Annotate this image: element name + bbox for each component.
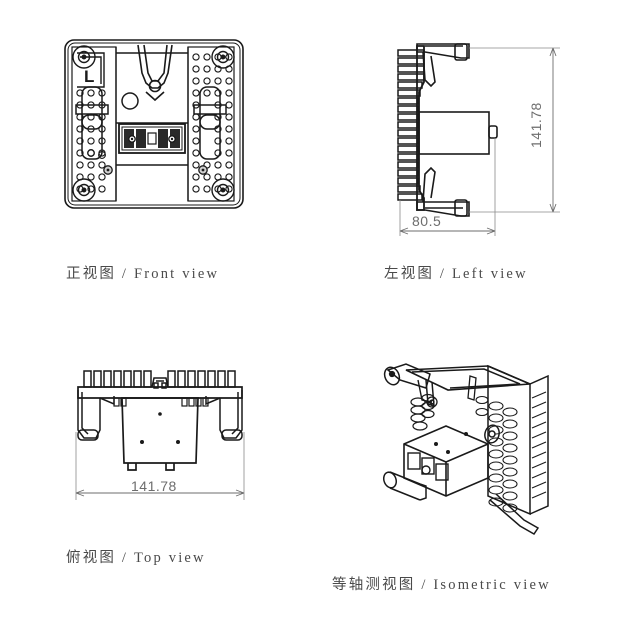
isometric-left-pin — [382, 471, 427, 501]
top-view-caption: 俯视图 / Top view — [66, 550, 206, 566]
top-view-holes — [140, 412, 180, 444]
isometric-top-arm — [383, 363, 435, 408]
left-view-top-arm — [416, 43, 470, 88]
left-view-caption: 左视图 / Left view — [384, 266, 528, 282]
left-view-depth-ext-lines — [399, 138, 496, 236]
top-view-drawing — [70, 368, 250, 503]
left-view-fins — [397, 49, 425, 201]
front-view-drawing: L — [60, 35, 250, 220]
front-view-l-marking: L — [84, 67, 95, 86]
top-view-width-dim-line — [75, 489, 245, 497]
front-view-caption: 正视图 / Front view — [66, 266, 220, 282]
left-view-depth-dim-line — [399, 227, 496, 235]
isometric-top-holes — [434, 432, 468, 454]
isometric-left-fins — [410, 393, 435, 431]
top-view-plate — [77, 386, 243, 399]
isometric-roller — [484, 424, 500, 444]
isometric-view-caption: 等轴测视图 / Isometric view — [332, 577, 551, 593]
front-screw-marks — [103, 165, 208, 175]
left-view-bottom-arm — [416, 166, 470, 217]
front-top-clip — [137, 44, 173, 102]
front-connector-block — [118, 123, 186, 154]
top-view-fins — [83, 370, 236, 388]
left-view-drawing — [395, 38, 570, 238]
front-l-bracket — [77, 52, 105, 88]
left-view-height-dimension: 141.78 — [528, 102, 544, 148]
isometric-view-svg — [382, 363, 549, 535]
left-view-height-dim-line — [549, 47, 557, 213]
top-view-body — [121, 397, 199, 471]
front-view-svg — [64, 39, 244, 209]
isometric-body-box — [403, 425, 489, 497]
top-view-left-bracket — [77, 390, 115, 441]
top-view-width-dimension: 141.78 — [131, 478, 177, 494]
left-view-body — [418, 111, 498, 155]
isometric-bottom-strut — [489, 493, 540, 535]
top-view-right-bracket — [205, 390, 243, 441]
left-view-depth-dimension: 80.5 — [412, 213, 442, 229]
isometric-view-drawing — [370, 348, 570, 543]
isometric-connectors — [407, 452, 449, 481]
top-view-svg — [75, 370, 245, 500]
top-view-ext-lines — [75, 432, 245, 500]
left-view-svg — [397, 43, 560, 236]
